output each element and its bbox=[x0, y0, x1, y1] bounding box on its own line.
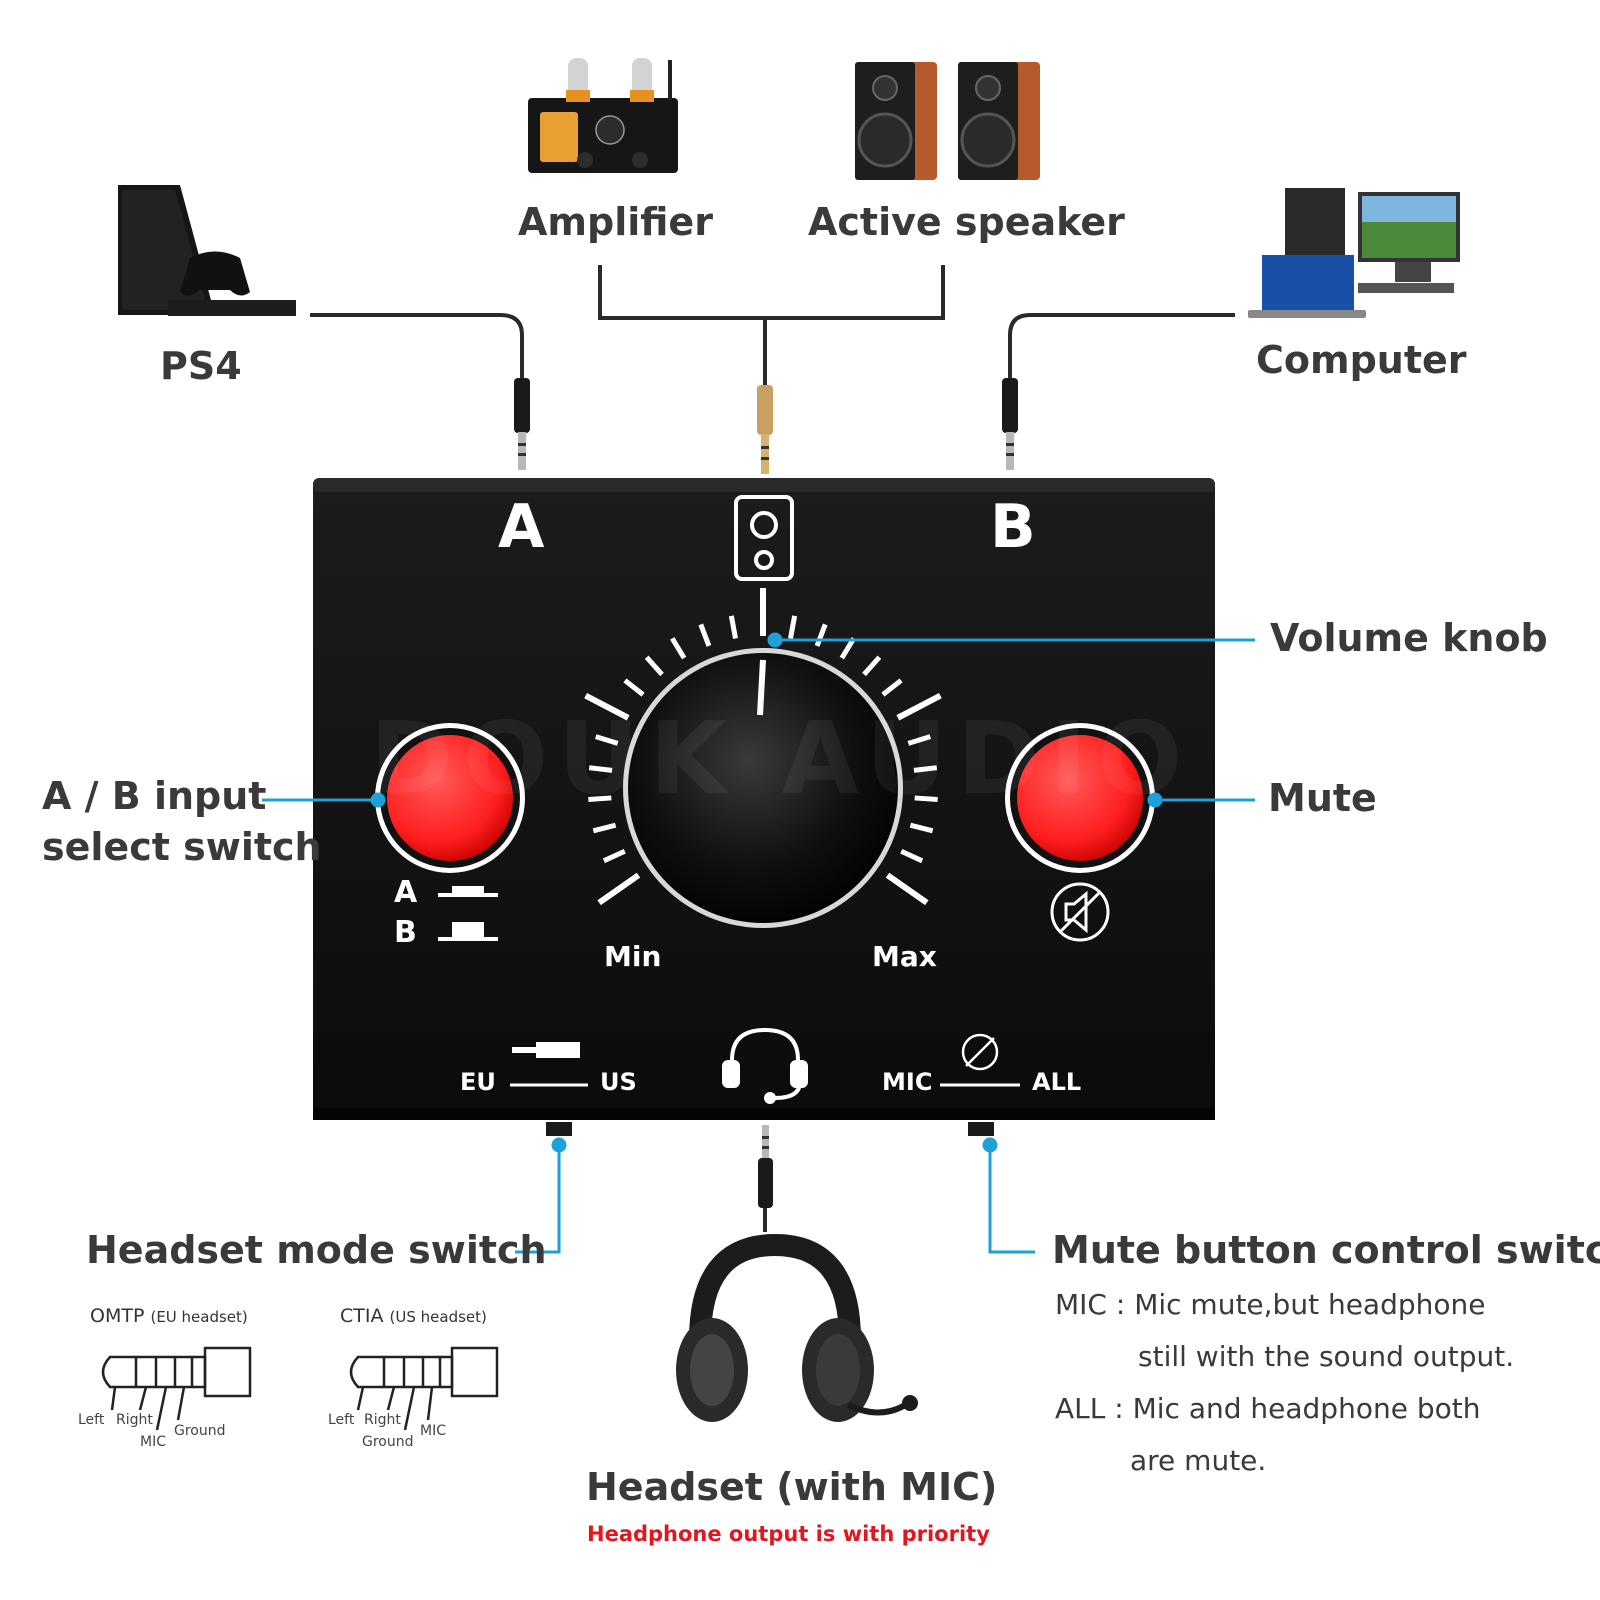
ctia-title-sub: (US headset) bbox=[389, 1308, 487, 1326]
ctia-title-main: CTIA bbox=[340, 1305, 384, 1327]
ctia-ground: Ground bbox=[362, 1434, 414, 1450]
label-active-speaker: Active speaker bbox=[808, 200, 1125, 244]
callout-volume-knob: Volume knob bbox=[1270, 616, 1548, 660]
headset-image bbox=[676, 1233, 918, 1422]
volume-tick bbox=[900, 848, 924, 864]
volume-tick bbox=[881, 678, 903, 697]
panel-us: US bbox=[600, 1068, 637, 1096]
callout-ab-switch-line1: A / B input bbox=[42, 774, 267, 818]
omtp-plug-diagram bbox=[101, 1346, 252, 1431]
volume-knob[interactable] bbox=[623, 648, 903, 928]
mic-desc-line1: MIC : Mic mute,but headphone bbox=[1055, 1288, 1486, 1321]
volume-tick bbox=[896, 692, 942, 721]
volume-tick bbox=[814, 623, 828, 647]
ab-select-button[interactable] bbox=[375, 723, 525, 873]
volume-tick bbox=[594, 734, 619, 746]
mute-control-switch[interactable] bbox=[968, 1122, 994, 1136]
speaker-icon bbox=[734, 495, 794, 581]
volume-tick bbox=[584, 692, 630, 721]
headset-priority-note: Headphone output is with priority bbox=[587, 1522, 990, 1546]
omtp-left: Left bbox=[78, 1412, 105, 1428]
volume-tick bbox=[644, 655, 664, 677]
volume-tick bbox=[588, 765, 613, 773]
panel-eu: EU bbox=[460, 1068, 496, 1096]
volume-tick bbox=[788, 615, 798, 639]
volume-tick bbox=[885, 872, 929, 906]
volume-tick bbox=[914, 795, 938, 802]
mic-desc-line2: still with the sound output. bbox=[1138, 1340, 1515, 1373]
ctia-title: CTIA (US headset) bbox=[340, 1305, 487, 1327]
volume-tick bbox=[839, 637, 856, 660]
volume-scale bbox=[584, 588, 942, 906]
volume-tick bbox=[602, 848, 626, 864]
active-speaker-image bbox=[855, 62, 1040, 180]
volume-tick bbox=[592, 822, 617, 834]
ps4-console-image bbox=[118, 185, 296, 316]
omtp-ground: Ground bbox=[174, 1423, 226, 1439]
cable-ps4 bbox=[310, 313, 524, 380]
volume-tick bbox=[913, 765, 938, 773]
cable-computer bbox=[1008, 313, 1235, 380]
volume-tick bbox=[588, 795, 612, 802]
callout-ab-switch-line2: select switch bbox=[42, 825, 322, 869]
mute-icon bbox=[1050, 882, 1110, 942]
callout-lines bbox=[262, 632, 1255, 1254]
omtp-mic: MIC bbox=[140, 1434, 166, 1450]
callout-mute: Mute bbox=[1268, 776, 1377, 820]
volume-tick bbox=[909, 822, 934, 834]
plug-headset bbox=[758, 1125, 773, 1232]
headset-mode-markings bbox=[510, 1042, 588, 1087]
ctia-plug-diagram bbox=[349, 1346, 499, 1431]
volume-tick bbox=[597, 872, 641, 906]
panel-watermark: DOUK AUDIO bbox=[370, 700, 1193, 817]
ctia-left: Left bbox=[328, 1412, 355, 1428]
plug-b bbox=[1002, 378, 1018, 470]
panel-max: Max bbox=[872, 940, 937, 973]
omtp-title-main: OMTP bbox=[90, 1305, 145, 1327]
label-amplifier: Amplifier bbox=[518, 200, 713, 244]
headphone-icon bbox=[722, 1027, 808, 1104]
ctia-right: Right bbox=[364, 1412, 401, 1428]
ctia-mic: MIC bbox=[420, 1423, 446, 1439]
panel-switch-b: B bbox=[394, 915, 417, 950]
callout-headset-mode-switch: Headset mode switch bbox=[86, 1228, 547, 1272]
panel-input-b: B bbox=[990, 492, 1036, 562]
plug-output bbox=[757, 385, 773, 474]
headset-mode-switch[interactable] bbox=[546, 1122, 572, 1136]
volume-tick bbox=[670, 637, 687, 660]
all-desc-line2: are mute. bbox=[1130, 1444, 1267, 1477]
omtp-title: OMTP (EU headset) bbox=[90, 1305, 248, 1327]
omtp-right: Right bbox=[116, 1412, 153, 1428]
label-ps4: PS4 bbox=[160, 344, 242, 388]
volume-tick bbox=[698, 623, 712, 647]
panel-input-a: A bbox=[498, 492, 545, 562]
omtp-title-sub: (EU headset) bbox=[150, 1308, 248, 1326]
mute-mode-markings bbox=[940, 1033, 1020, 1087]
panel-all: ALL bbox=[1032, 1068, 1082, 1096]
label-headset: Headset (with MIC) bbox=[586, 1465, 998, 1509]
volume-tick bbox=[623, 678, 645, 697]
mute-button[interactable] bbox=[1005, 723, 1155, 873]
label-computer: Computer bbox=[1256, 338, 1467, 382]
all-desc-line1: ALL : Mic and headphone both bbox=[1055, 1392, 1481, 1425]
panel-mic: MIC bbox=[882, 1068, 933, 1096]
volume-tick bbox=[907, 734, 932, 746]
volume-tick bbox=[728, 615, 738, 639]
ab-switch-position-icon bbox=[438, 886, 498, 941]
panel-min: Min bbox=[604, 940, 662, 973]
panel-switch-a: A bbox=[394, 875, 418, 910]
cable-output bbox=[598, 265, 945, 385]
callout-mute-control-switch: Mute button control switch bbox=[1052, 1228, 1600, 1272]
volume-tick bbox=[862, 655, 882, 677]
computer-image bbox=[1248, 188, 1460, 318]
amplifier-image bbox=[528, 58, 678, 173]
plug-a bbox=[514, 378, 530, 470]
